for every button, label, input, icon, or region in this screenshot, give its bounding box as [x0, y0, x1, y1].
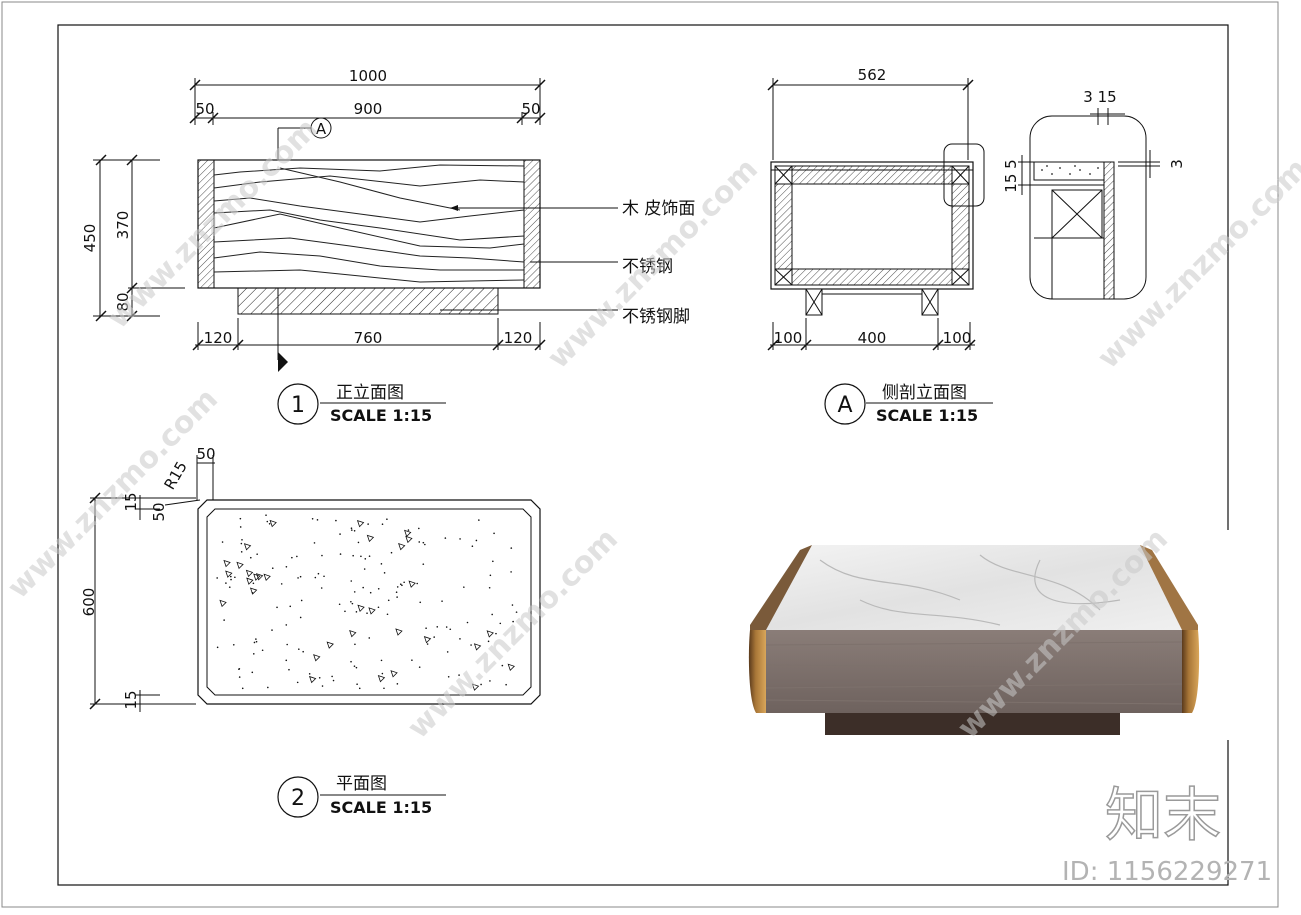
callout-stainless-leg: 不锈钢脚 — [622, 307, 690, 327]
brass-corner-right — [1182, 630, 1200, 713]
side-section: 562 — [767, 66, 1186, 425]
dim-height-base: 80 — [114, 292, 132, 311]
title-section-number: A — [837, 393, 852, 418]
dim-bottom-mid: 760 — [354, 329, 383, 347]
plan-view: 50 R15 600 15 50 15 2 平面图 SCALE 1:15 — [80, 445, 541, 818]
callout-stainless: 不锈钢 — [622, 257, 673, 277]
title-section-circle — [824, 383, 866, 425]
dim-side-bottom-mid: 400 — [858, 329, 887, 347]
wood-grain — [213, 164, 525, 283]
title-number: 1 — [291, 393, 305, 418]
stone-texture — [216, 514, 518, 691]
scale-plan: SCALE 1:15 — [330, 798, 432, 817]
dim-top-right: 50 — [521, 100, 540, 118]
title-side-section: 侧剖立面图 — [882, 383, 967, 403]
asset-id: ID: 1156229271 — [1062, 857, 1272, 887]
dim-detail-left: 15 5 — [1002, 159, 1020, 192]
dim-side-bottom-right: 100 — [943, 329, 972, 347]
dim-bottom-left: 120 — [204, 329, 233, 347]
outer-frame — [1, 1, 1279, 908]
detail-callout-box — [943, 143, 985, 207]
brand-logo: 知末 — [1105, 781, 1221, 849]
scale-front-elevation: SCALE 1:15 — [330, 406, 432, 425]
svg-text:www.znzmo.com: www.znzmo.com — [541, 152, 765, 376]
dim-plan-left-2: 50 — [150, 502, 168, 521]
front-elevation: 1000 50 900 50 A 450 370 80 — [81, 67, 695, 425]
dim-top-left: 50 — [195, 100, 214, 118]
callout-wood-veneer: 木 皮饰面 — [622, 199, 695, 219]
section-arrow-icon — [278, 352, 288, 372]
scale-side-section: SCALE 1:15 — [876, 406, 978, 425]
plan-inner — [206, 508, 532, 696]
dim-height-total: 450 — [81, 224, 99, 253]
title-plan-number: 2 — [291, 786, 305, 811]
dim-side-overall: 562 — [858, 66, 887, 84]
dim-plan-left-1: 15 — [122, 492, 140, 511]
svg-text:www.znzmo.com: www.znzmo.com — [1, 382, 225, 606]
dim-detail-right: 3 — [1168, 159, 1186, 169]
title-front-elevation: 正立面图 — [336, 383, 404, 403]
marble-top — [750, 545, 1198, 630]
dim-side-bottom-left: 100 — [774, 329, 803, 347]
marble-coffee-table-photo — [730, 530, 1230, 740]
dim-plan-bottom: 15 — [122, 690, 140, 709]
dim-detail-top: 3 15 — [1083, 88, 1116, 106]
dim-bottom-right: 120 — [504, 329, 533, 347]
right-steel-edge — [523, 159, 541, 289]
section-cavity — [791, 183, 953, 270]
title-plan-circle — [277, 776, 319, 818]
section-marker-label: A — [316, 120, 327, 138]
dim-height-body: 370 — [114, 211, 132, 240]
left-steel-edge — [197, 159, 215, 289]
dim-overall-width: 1000 — [349, 67, 387, 85]
dim-plan-top: 50 — [196, 445, 215, 463]
title-number-circle — [277, 383, 319, 425]
title-plan: 平面图 — [336, 774, 387, 794]
dim-plan-height: 600 — [80, 588, 98, 617]
inner-frame — [57, 24, 1229, 886]
brass-corner-left — [748, 630, 766, 713]
dim-top-mid: 900 — [354, 100, 383, 118]
